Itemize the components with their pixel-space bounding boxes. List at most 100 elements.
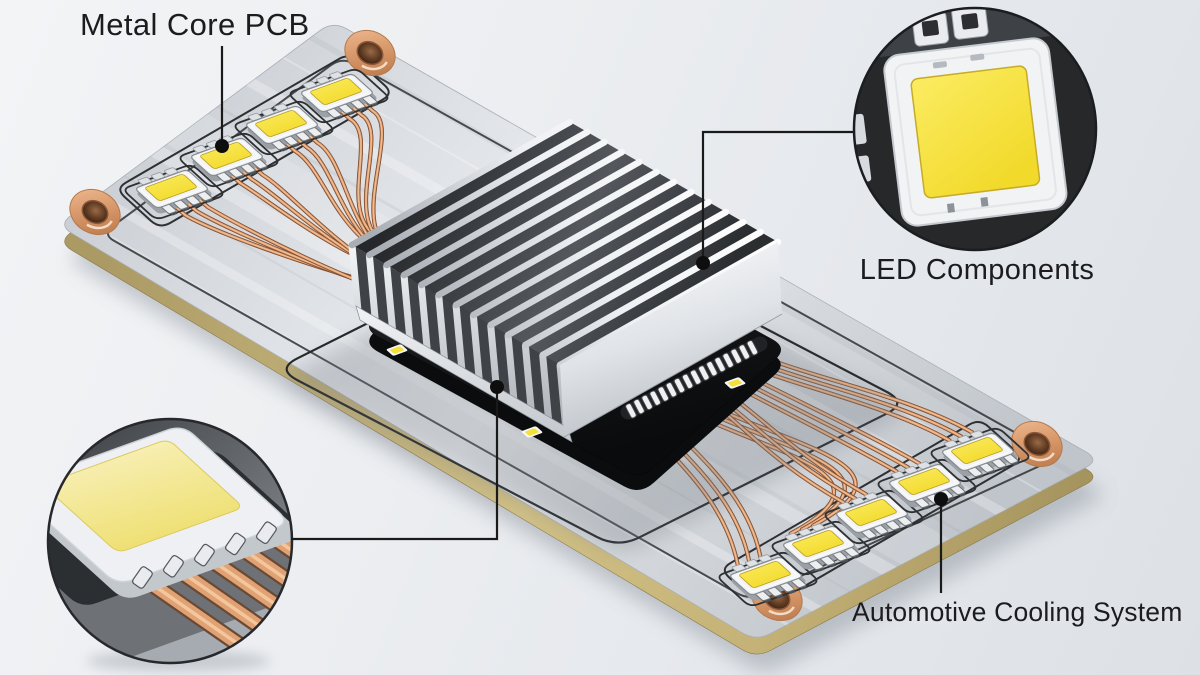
led-silkscreen-outline (771, 520, 871, 576)
led-package-bevel (306, 77, 368, 109)
heatsink-fin (522, 218, 747, 349)
led-pad (744, 559, 759, 568)
led-pad (811, 523, 826, 532)
inset-clip-lead (193, 543, 215, 567)
heatsink-fin-end (435, 294, 449, 362)
led-emitter (739, 561, 791, 588)
led-pad (260, 108, 275, 117)
zebra-lead (625, 402, 637, 419)
led-chip (930, 427, 1030, 483)
heatsink-fin-end (417, 284, 431, 352)
heatsink-fin (366, 128, 591, 259)
led-package-bevel (196, 141, 258, 173)
led-row-outline (119, 55, 390, 227)
led-pad (150, 172, 165, 181)
hole-highlight (75, 194, 115, 230)
led-pad (837, 501, 852, 511)
inset-pad-slot (961, 13, 979, 30)
led-silkscreen-outline (234, 100, 334, 156)
inset-copper-strap-highlight (268, 533, 292, 631)
heatsink-fin (504, 208, 730, 339)
zebra-lead (689, 369, 702, 385)
led-pad (247, 112, 262, 122)
led-pad (956, 435, 971, 444)
led-pad (890, 470, 905, 480)
led-package-bevel (735, 560, 797, 592)
zebra-lead (722, 352, 734, 369)
callout-label-led-components: LED Components (859, 254, 1095, 286)
led-package-bevel (141, 173, 203, 205)
led-pad (302, 80, 317, 90)
inset-content (854, 8, 1096, 250)
heatsink-fin-end (365, 254, 379, 322)
led-chip (718, 551, 818, 607)
led-package-bevel (841, 498, 903, 530)
module-led-glow (390, 346, 404, 354)
callout-line-inset-bottom-left (291, 393, 499, 541)
led-silkscreen-outline (877, 458, 977, 514)
led-emitter (255, 110, 307, 137)
led-pad (943, 439, 958, 449)
callout-dot (490, 380, 504, 394)
zebra-lead (681, 373, 694, 390)
heatsink-fin (383, 138, 608, 269)
heatsink-fin (452, 178, 678, 309)
led-pad (970, 430, 985, 439)
inset-package-mark (980, 196, 989, 207)
inset-content (48, 419, 292, 663)
heatsink-right-face-edge (563, 313, 783, 438)
led-silkscreen-outline (930, 427, 1030, 483)
hole-bore (1025, 433, 1049, 455)
heatsink-fin (348, 118, 574, 249)
led-silkscreen-outline (179, 132, 279, 188)
heatsink-fin-end (348, 244, 362, 312)
led-chip (771, 520, 871, 576)
inset-circle-border (852, 6, 1098, 252)
led-pad (850, 497, 865, 506)
zebra-lead (714, 356, 726, 373)
hole-bore (83, 201, 107, 223)
zebra-lead (746, 339, 759, 356)
heatsink-fin-end (383, 264, 397, 332)
inset-led-group (854, 8, 1072, 227)
inset-clip-lead (131, 566, 153, 589)
zebra-lead (673, 377, 686, 394)
mounting-hole (1011, 420, 1063, 468)
heatsink-fin (470, 188, 695, 319)
callout-dot (215, 139, 229, 153)
led-package-bevel (251, 109, 313, 141)
heatsink-fin-end (521, 344, 535, 412)
led-emitter (951, 437, 1003, 464)
zebra-lead (649, 390, 662, 406)
led-pad (192, 144, 207, 154)
heatsink-fin-end (539, 354, 553, 422)
hole-bore (358, 42, 382, 64)
led-pad (784, 532, 799, 542)
led-chip (124, 164, 224, 220)
led-pad (864, 492, 879, 501)
mounting-hole (344, 29, 396, 77)
inset-clip-lead (224, 532, 246, 556)
led-emitter (145, 174, 197, 201)
led-pad (137, 176, 152, 186)
inset-package-mark (932, 61, 947, 69)
inset-circle-border (46, 417, 294, 665)
led-emitter (792, 530, 844, 557)
callout-lines (215, 46, 948, 593)
inset-package-mark (970, 53, 985, 61)
led-chip (179, 132, 279, 188)
inset-led-closeup-bottom-left (46, 417, 294, 672)
callout-line-led-components (701, 130, 854, 257)
led-chip (824, 489, 924, 545)
heatsink-fin-end (487, 324, 501, 392)
led-emitter (845, 499, 897, 526)
led-pad (164, 167, 179, 176)
led-pad (758, 554, 773, 563)
led-pad (797, 528, 812, 537)
inset-pad-slot (921, 19, 940, 37)
led-row-bottom (718, 427, 1030, 607)
led-pad (731, 563, 746, 573)
heatsink-fin (487, 198, 712, 329)
heatsink-fin-end (400, 274, 414, 342)
led-pad (917, 461, 932, 470)
